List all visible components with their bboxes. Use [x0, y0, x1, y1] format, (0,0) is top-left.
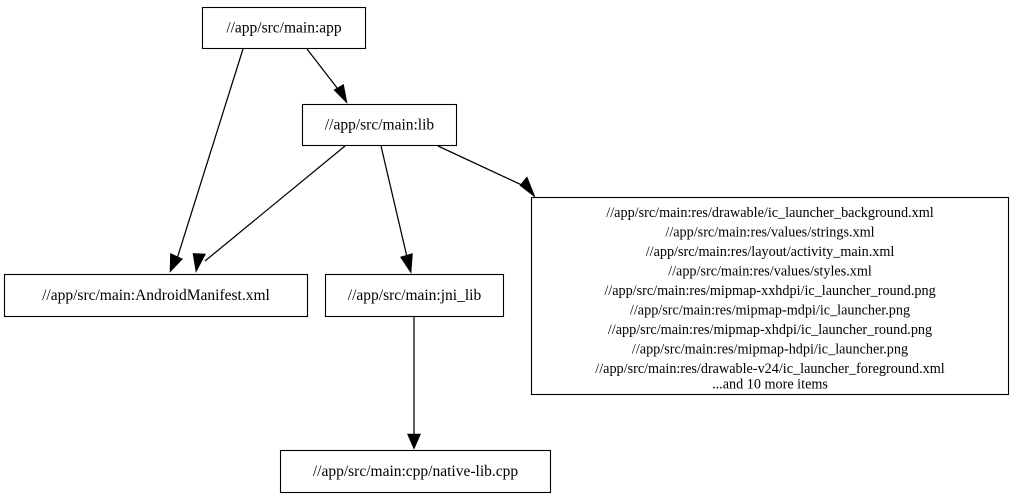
node-jni-lib-box[interactable] [324, 273, 505, 318]
node-resources-line-1: //app/src/main:res/drawable/ic_launcher_… [606, 205, 933, 221]
node-lib-box[interactable] [301, 103, 458, 147]
edge-lib-to-resources [437, 145, 536, 198]
edge-app-to-manifest-line [175, 48, 244, 263]
node-android-manifest-label: //app/src/main:AndroidManifest.xml [42, 287, 270, 304]
node-layer: //app/src/main:app //app/src/main:lib //… [3, 6, 1010, 494]
node-resources-line-6: //app/src/main:res/mipmap-mdpi/ic_launch… [630, 303, 910, 319]
node-android-manifest[interactable]: //app/src/main:AndroidManifest.xml [3, 273, 309, 318]
node-app-box[interactable] [201, 6, 367, 50]
node-resources-line-9: //app/src/main:res/drawable-v24/ic_launc… [595, 361, 945, 377]
edge-app-to-manifest-arrowhead [169, 253, 184, 273]
node-native-lib-cpp-box[interactable] [279, 449, 552, 494]
node-resources-line-2: //app/src/main:res/values/strings.xml [665, 225, 874, 241]
edge-lib-to-resources-line [437, 145, 527, 188]
edge-layer [169, 48, 536, 450]
node-resources-line-10: ...and 10 more items [712, 377, 828, 393]
edge-lib-to-jni-lib [380, 145, 413, 274]
node-resources-line-5: //app/src/main:res/mipmap-xxhdpi/ic_laun… [604, 283, 935, 299]
node-android-manifest-box[interactable] [3, 273, 309, 318]
node-lib-label: //app/src/main:lib [325, 117, 435, 134]
edge-lib-to-manifest-arrowhead [192, 253, 206, 273]
node-native-lib-cpp-label: //app/src/main:cpp/native-lib.cpp [313, 463, 519, 480]
edge-app-to-manifest [169, 48, 244, 273]
node-resources-line-4: //app/src/main:res/values/styles.xml [668, 264, 872, 280]
node-resources-line-7: //app/src/main:res/mipmap-xhdpi/ic_launc… [608, 322, 932, 338]
node-resources-label-group: //app/src/main:res/drawable/ic_launcher_… [595, 205, 945, 393]
node-lib[interactable]: //app/src/main:lib [301, 103, 458, 147]
node-app-label: //app/src/main:app [226, 20, 342, 37]
edge-app-to-lib-line [306, 48, 342, 94]
edge-jni-lib-to-native-lib-cpp-arrowhead [407, 433, 421, 450]
node-app[interactable]: //app/src/main:app [201, 6, 367, 50]
edge-lib-to-jni-lib-line [380, 145, 408, 258]
node-jni-lib-label: //app/src/main:jni_lib [348, 287, 482, 304]
edge-lib-to-jni-lib-arrowhead [400, 253, 413, 274]
edge-lib-to-resources-arrowhead [519, 176, 536, 198]
node-resources-box[interactable] [530, 196, 1010, 396]
edge-lib-to-manifest-line [204, 145, 346, 262]
node-native-lib-cpp[interactable]: //app/src/main:cpp/native-lib.cpp [279, 449, 552, 494]
node-resources[interactable]: //app/src/main:res/drawable/ic_launcher_… [530, 196, 1010, 396]
node-jni-lib[interactable]: //app/src/main:jni_lib [324, 273, 505, 318]
edge-app-to-lib-arrowhead [333, 84, 348, 104]
node-resources-line-3: //app/src/main:res/layout/activity_main.… [646, 244, 895, 260]
edge-lib-to-manifest [192, 145, 346, 273]
edge-jni-lib-to-native-lib-cpp [407, 317, 421, 450]
node-resources-line-8: //app/src/main:res/mipmap-hdpi/ic_launch… [632, 342, 908, 358]
edge-app-to-lib [306, 48, 348, 104]
